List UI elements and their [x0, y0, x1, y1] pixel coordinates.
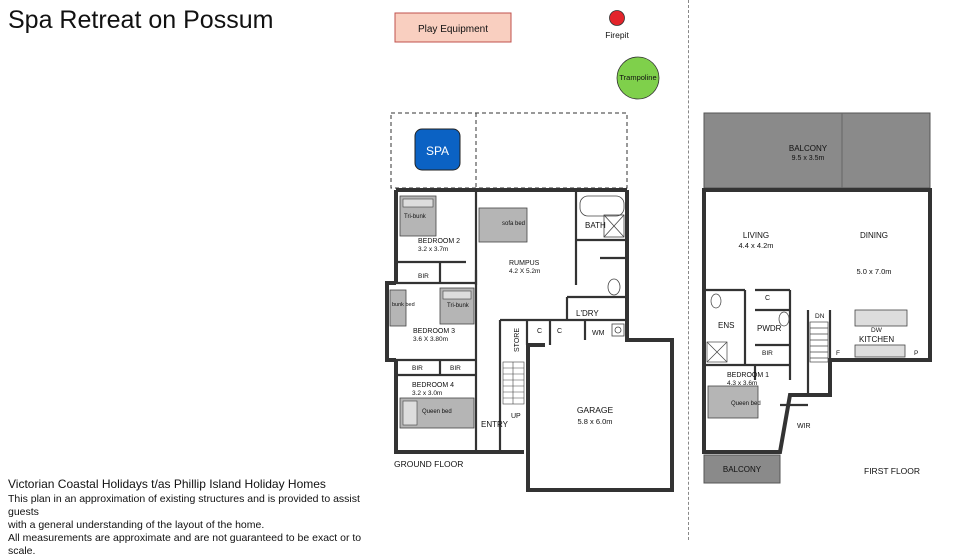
bedroom2-size: 3.2 x 3.7m [418, 246, 448, 253]
play-equipment-label: Play Equipment [418, 24, 488, 35]
queen-bed-label-first: Queen bed [731, 401, 761, 407]
disclaimer-line-1: This plan in an approximation of existin… [8, 493, 360, 518]
pwdr-label: PWDR [757, 324, 782, 333]
dw-label: DW [871, 327, 883, 334]
disclaimer-line-2: with a general understanding of the layo… [8, 519, 265, 531]
play-equipment-box [394, 12, 512, 43]
trampoline-label: Trampoline [619, 73, 656, 82]
trampoline-icon [616, 56, 660, 100]
balcony-bottom [703, 454, 781, 484]
dining-size: 5.0 x 7.0m [856, 267, 891, 276]
bunk-bed-label: bunk bed [392, 302, 415, 308]
ground-floor-furniture [389, 195, 528, 429]
firepit-icon [609, 10, 625, 26]
bedroom4-size: 3.2 x 3.0m [412, 390, 442, 397]
first-floor-inner-walls [704, 288, 832, 407]
wir-label: WIR [797, 423, 811, 430]
balcony-top [703, 112, 931, 189]
living-size: 4.4 x 4.2m [738, 241, 773, 250]
spa-label: SPA [426, 144, 449, 158]
bir-label-first: BIR [762, 350, 773, 357]
entry-label: ENTRY [481, 420, 509, 429]
dining-label: DINING [860, 231, 888, 240]
c-label-1: C [537, 328, 542, 335]
tri-bunk-label: Tri-bunk [447, 303, 470, 309]
balcony-top-label: BALCONY [789, 144, 828, 153]
ldry-label: L'DRY [576, 309, 599, 318]
rumpus-size: 4.2 X 5.2m [509, 268, 540, 275]
dn-label: DN [815, 313, 825, 320]
first-floor-walls [702, 188, 932, 454]
up-label: UP [511, 413, 521, 420]
queen-bed-label-ground: Queen bed [422, 409, 452, 415]
garage-label: GARAGE [577, 405, 614, 415]
f-label: F [836, 350, 840, 357]
garage-size: 5.8 x 6.0m [577, 417, 612, 426]
ens-label: ENS [718, 321, 734, 330]
balcony-top-size: 9.5 x 3.5m [792, 155, 825, 162]
bedroom2-label: BEDROOM 2 [418, 238, 460, 245]
ground-floor-inner-walls [396, 190, 627, 452]
balcony-bottom-label: BALCONY [723, 465, 762, 474]
living-label: LIVING [743, 231, 769, 240]
company-name: Victorian Coastal Holidays t/as Phillip … [8, 477, 326, 491]
bedroom3-size: 3.6 X 3.80m [413, 336, 448, 343]
spa-icon [414, 128, 461, 171]
firepit-label: Firepit [605, 30, 629, 40]
bedroom4-label: BEDROOM 4 [412, 382, 454, 389]
c-label-first: C [765, 295, 770, 302]
bir-label-left: BIR [412, 365, 423, 372]
ground-floor-label: GROUND FLOOR [394, 459, 463, 469]
page-title: Spa Retreat on Possum [8, 6, 274, 34]
floor-plan: Play Equipment Firepit Trampoline SPA [385, 10, 932, 492]
bir-label-top: BIR [418, 273, 429, 280]
bedroom3-label: BEDROOM 3 [413, 328, 455, 335]
info-panel: Victorian Coastal Holidays t/as Phillip … [8, 478, 380, 558]
wm-label: WM [592, 330, 605, 337]
first-floor-label: FIRST FLOOR [864, 466, 920, 476]
kitchen-label: KITCHEN [859, 335, 894, 344]
floor-divider [688, 0, 689, 540]
c-label-2: C [557, 328, 562, 335]
bedroom1-label: BEDROOM 1 [727, 372, 769, 379]
bedroom1-size: 4.3 x 3.6m [727, 380, 757, 387]
ground-stairs [502, 361, 525, 405]
bir-label-right: BIR [450, 365, 461, 372]
p-label: P [914, 350, 918, 357]
disclaimer-line-3: All measurements are approximate and are… [8, 532, 362, 557]
rumpus-label: RUMPUS [509, 260, 540, 267]
sofa-bed-label: sofa bed [502, 221, 525, 227]
ground-floor-labels: Tri-bunk BEDROOM 2 3.2 x 3.7m sofa bed R… [392, 214, 614, 469]
first-floor-labels: LIVING 4.4 x 4.2m DINING 5.0 x 7.0m ENS … [718, 231, 920, 476]
store-label: STORE [514, 328, 521, 352]
bedroom2-bed-label: Tri-bunk [404, 214, 427, 220]
bath-label: BATH [585, 221, 606, 230]
first-floor-furniture [707, 309, 908, 419]
